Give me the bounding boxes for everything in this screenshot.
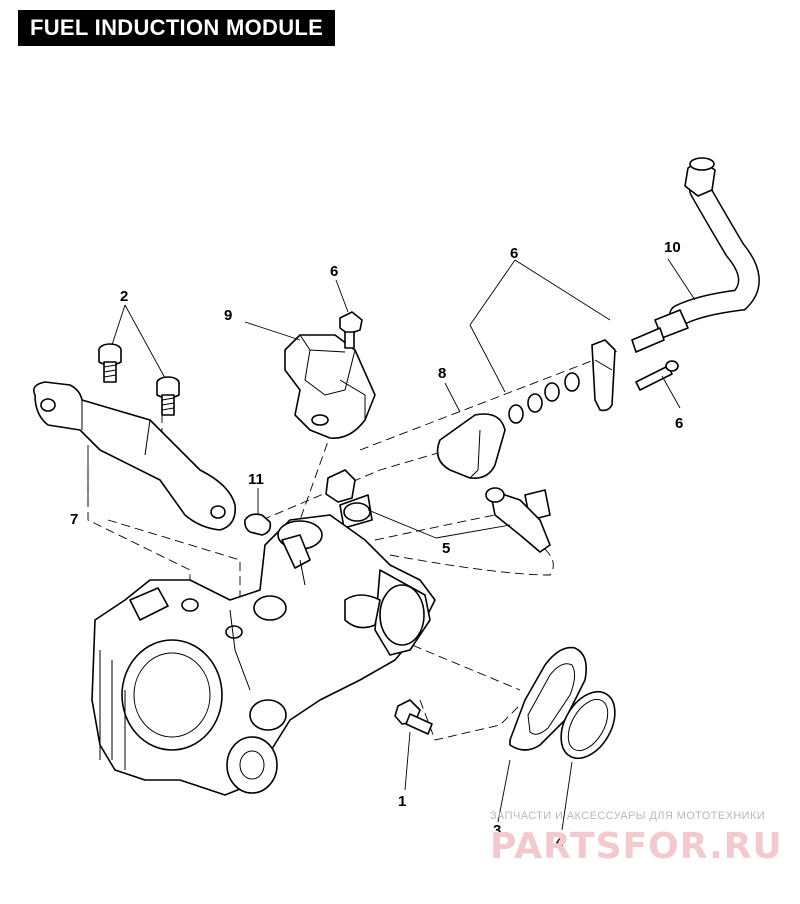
screw-part-6 [635, 360, 679, 391]
callout-9: 9 [224, 307, 232, 324]
gasket-part-3 [509, 646, 588, 751]
callout-4: 4 [556, 833, 565, 850]
bolt-part-1 [394, 699, 433, 735]
callout-6-clip: 6 [510, 245, 518, 262]
leader-lines [87, 258, 696, 831]
callout-5: 5 [442, 540, 450, 557]
callout-1: 1 [398, 793, 406, 810]
fitting-part-8 [436, 413, 506, 480]
throttle-body-manifold [91, 514, 436, 796]
injector-part-5-right [485, 487, 551, 553]
bolt-part-6-sensor [339, 311, 363, 349]
callout-6-sensor-bolt: 6 [330, 263, 338, 280]
callout-8: 8 [438, 365, 446, 382]
callout-11: 11 [248, 471, 264, 488]
o-rings-part-6 [508, 372, 580, 424]
sensor-part-9 [284, 334, 376, 439]
bracket-part-7 [32, 381, 237, 531]
clip-part-6 [591, 339, 616, 412]
watermark: ЗАПЧАСТИ И АКСЕССУАРЫ ДЛЯ МОТОТЕХНИКИ PA… [490, 810, 783, 867]
callout-3: 3 [493, 822, 501, 839]
page-title: FUEL INDUCTION MODULE [18, 10, 336, 46]
callout-2: 2 [120, 288, 128, 305]
injector-part-5-left [325, 469, 373, 529]
plug-part-11 [244, 513, 272, 536]
callout-10: 10 [664, 239, 681, 256]
watermark-text: ЗАПЧАСТИ И АКСЕССУАРЫ ДЛЯ МОТОТЕХНИКИ [490, 810, 765, 822]
bolt-part-2-left [98, 343, 122, 383]
callout-6-screw: 6 [675, 415, 683, 432]
fuel-line-part-10 [631, 157, 760, 353]
callout-labels: 2 6 9 6 10 8 6 11 7 5 1 3 4 [70, 239, 683, 850]
callout-7: 7 [70, 511, 78, 528]
seal-part-4 [560, 690, 616, 760]
bolt-part-2-right [156, 376, 180, 416]
watermark-logo: PARTSFOR.RU [490, 826, 783, 867]
